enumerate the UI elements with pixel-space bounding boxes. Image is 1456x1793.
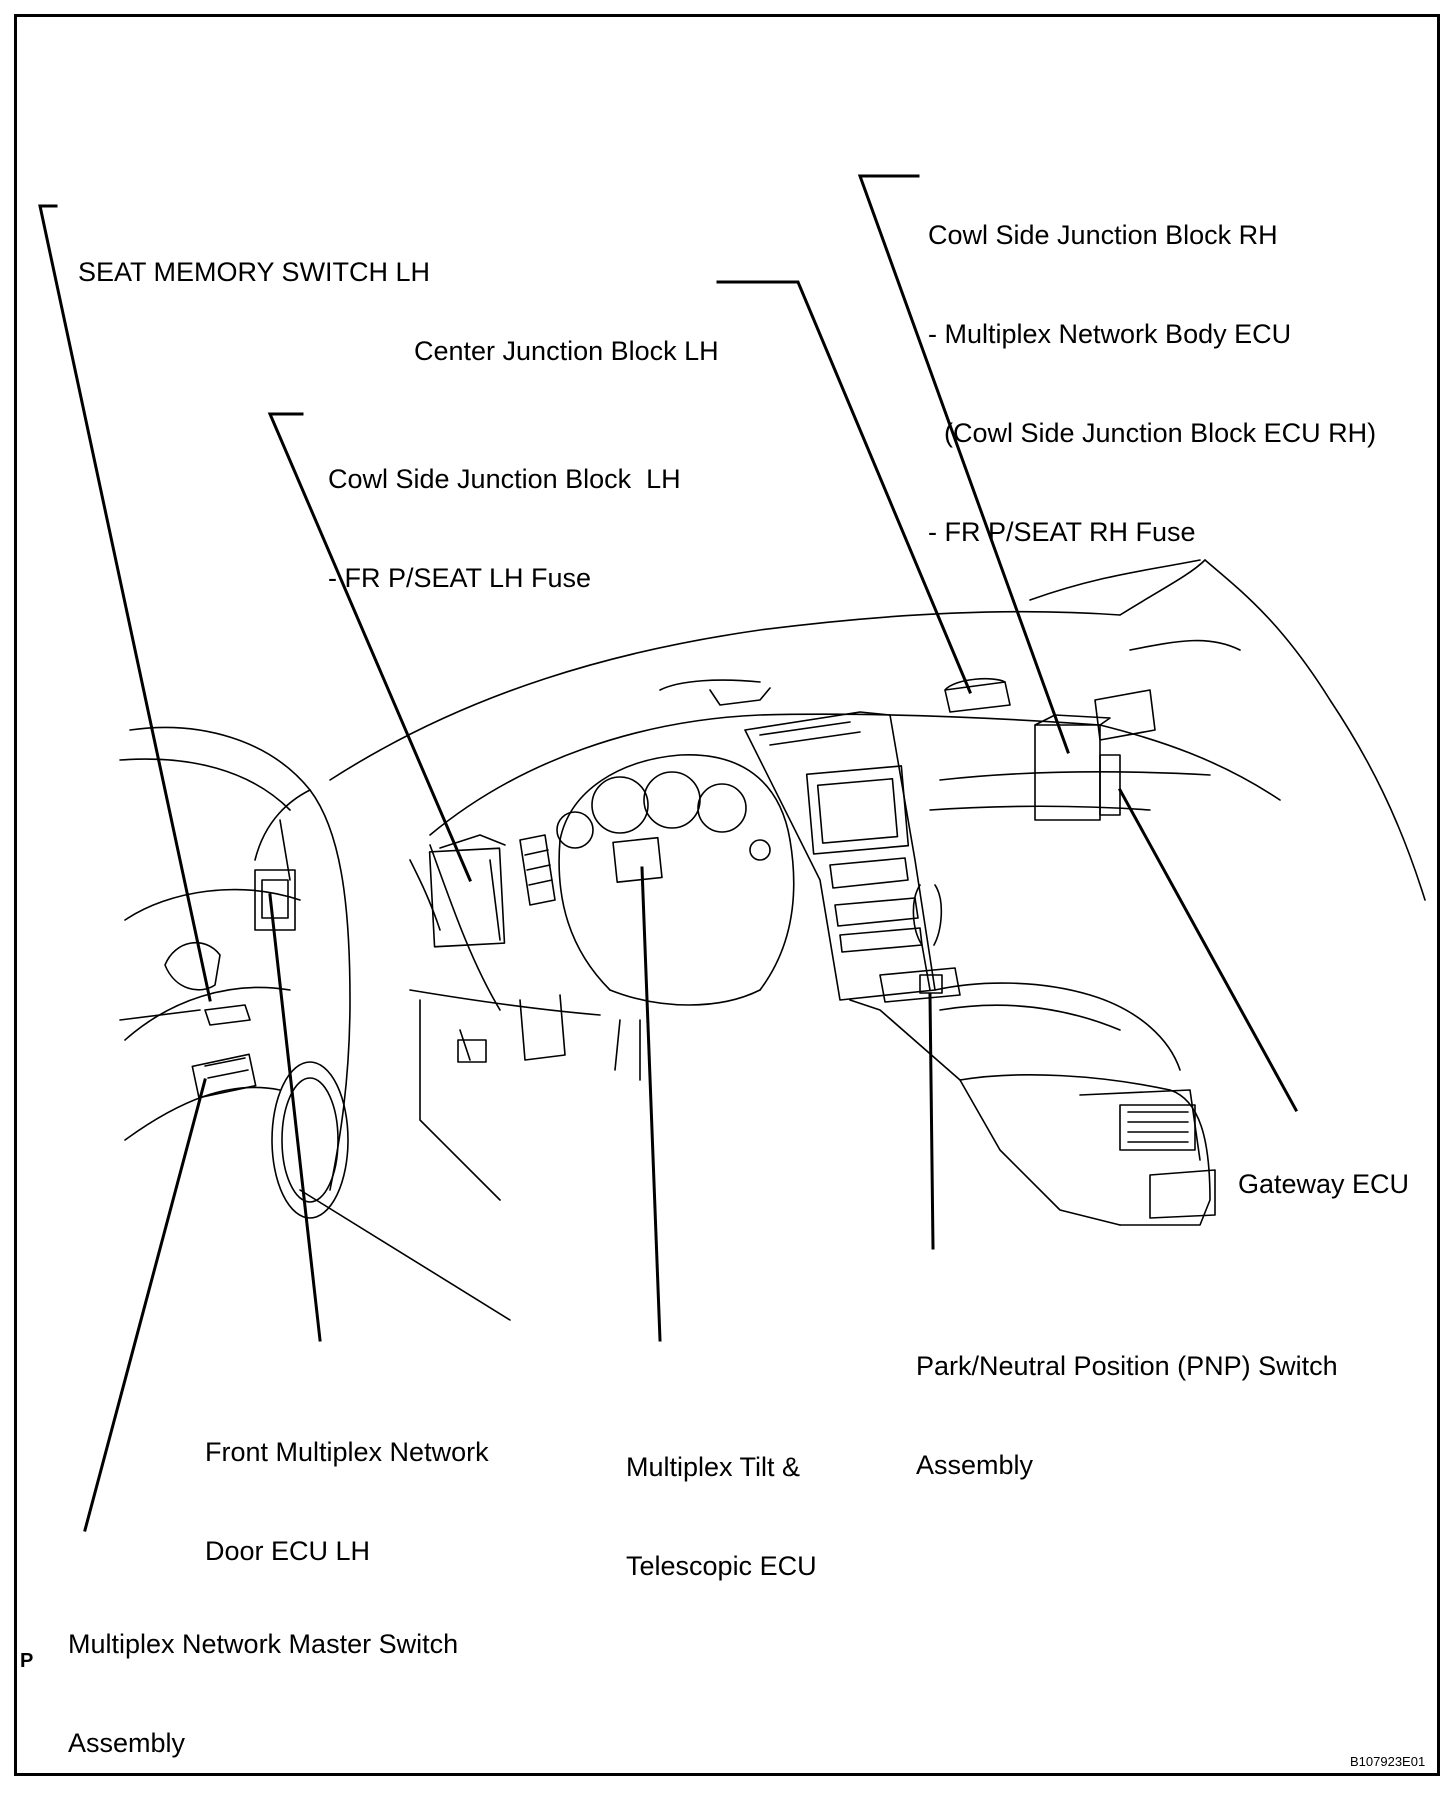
leader-seat-memory-switch: [38, 204, 212, 1002]
label-line: Park/Neutral Position (PNP) Switch: [916, 1351, 1338, 1381]
leader-master-switch: [83, 1078, 207, 1532]
label-line: Telescopic ECU: [626, 1551, 817, 1581]
label-pnp-switch: Park/Neutral Position (PNP) Switch Assem…: [916, 1284, 1338, 1515]
figure-code: B107923E01: [1350, 1754, 1426, 1769]
label-line: Assembly: [68, 1728, 186, 1758]
label-line: Door ECU LH: [205, 1536, 371, 1566]
label-tilt-telescopic-ecu: Multiplex Tilt & Telescopic ECU: [626, 1385, 817, 1616]
label-line: Front Multiplex Network: [205, 1437, 489, 1467]
label-center-junction-block: Center Junction Block LH: [414, 269, 719, 401]
label-line: Multiplex Tilt &: [626, 1452, 801, 1482]
label-cowl-side-junction-block-rh: Cowl Side Junction Block RH - Multiplex …: [928, 153, 1376, 582]
leader-gateway-ecu: [1117, 787, 1299, 1113]
label-gateway-ecu: Gateway ECU: [1238, 1102, 1409, 1234]
leader-cowl-lh: [267, 412, 472, 882]
leader-front-door-ecu: [268, 893, 322, 1342]
label-line: - FR P/SEAT LH Fuse: [328, 563, 592, 593]
label-line: - FR P/SEAT RH Fuse: [928, 517, 1196, 547]
leader-cowl-rh: [857, 174, 1070, 754]
leader-pnp-switch: [928, 993, 935, 1250]
label-line: Multiplex Network Master Switch: [68, 1629, 459, 1659]
label-text: Gateway ECU: [1238, 1169, 1410, 1199]
label-text: Center Junction Block LH: [414, 336, 719, 366]
leader-tilt-ecu: [640, 866, 662, 1342]
label-line: Assembly: [916, 1450, 1034, 1480]
label-line: (Cowl Side Junction Block ECU RH): [944, 418, 1377, 448]
label-line: Cowl Side Junction Block LH: [328, 464, 681, 494]
label-line: Cowl Side Junction Block RH: [928, 220, 1278, 250]
corner-mark: P: [20, 1650, 34, 1672]
leader-center-jb: [716, 280, 972, 694]
label-cowl-side-junction-block-lh: Cowl Side Junction Block LH - FR P/SEAT …: [328, 397, 681, 628]
label-seat-memory-switch: SEAT MEMORY SWITCH LH: [78, 190, 430, 322]
label-front-door-ecu: Front Multiplex Network Door ECU LH: [205, 1370, 489, 1601]
diagram-frame: [14, 14, 1440, 1776]
label-text: SEAT MEMORY SWITCH LH: [78, 257, 431, 287]
label-line: - Multiplex Network Body ECU: [928, 319, 1292, 349]
label-master-switch: Multiplex Network Master Switch Assembly: [68, 1562, 458, 1793]
